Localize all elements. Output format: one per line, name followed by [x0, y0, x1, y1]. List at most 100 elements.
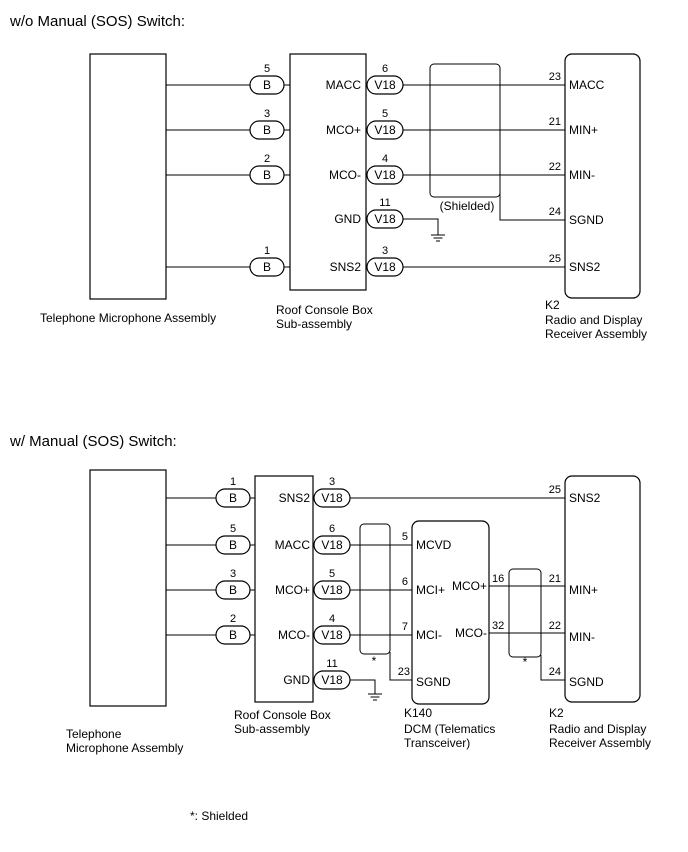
- top-roof-signal-sns2: SNS2: [330, 260, 362, 274]
- bottom-wire-sgnd-k2: [540, 655, 565, 681]
- bottom-microphone-label-line1: Telephone: [66, 727, 122, 741]
- svg-text:B: B: [229, 628, 237, 642]
- bottom-mic-pin-mco-plus: 3: [230, 568, 236, 580]
- top-k2-pin-25: 25: [549, 253, 561, 265]
- bottom-dcm-box: [411, 520, 490, 705]
- top-k2-label-line2: Receiver Assembly: [545, 327, 647, 341]
- bottom-dcm-pin-16: 16: [492, 573, 504, 585]
- svg-text:V18: V18: [321, 491, 343, 505]
- bottom-roof-connector-macc: V18 6: [313, 523, 351, 555]
- bottom-title: w/ Manual (SOS) Switch:: [9, 433, 177, 450]
- top-mic-pin-mco-minus: 2: [264, 153, 270, 165]
- top-roof-connector-sns2: V18 3: [366, 245, 404, 277]
- top-roof-signal-mco-minus: MCO-: [329, 168, 361, 182]
- bottom-roof-signal-macc: MACC: [275, 538, 311, 552]
- bottom-dcm-label-line1: DCM (Telematics: [404, 722, 495, 736]
- svg-text:V18: V18: [321, 673, 343, 687]
- bottom-dcm-pin-7: 7: [402, 621, 408, 633]
- bottom-ground-icon: [368, 693, 382, 701]
- bottom-microphone-assembly-box: [89, 469, 167, 707]
- bottom-mic-connector-macc: B 5: [215, 523, 251, 555]
- bottom-roof-pin-mco-minus: 4: [329, 613, 335, 625]
- bottom-roof-signal-mco-minus: MCO-: [278, 628, 310, 642]
- svg-text:V18: V18: [321, 538, 343, 552]
- bottom-mic-pin-macc: 5: [230, 523, 236, 535]
- bottom-shield-icon-1: [359, 523, 391, 655]
- bottom-wire-gnd: [350, 679, 376, 694]
- footnote-shielded: *: Shielded: [190, 809, 248, 823]
- bottom-dcm-signal-mcvd: MCVD: [416, 538, 452, 552]
- top-mic-connector-mco-plus: B 3: [249, 108, 285, 140]
- bottom-k2-label-line1: Radio and Display: [549, 722, 646, 736]
- bottom-roof-signal-sns2: SNS2: [279, 491, 311, 505]
- svg-text:V18: V18: [374, 260, 396, 274]
- svg-text:B: B: [263, 260, 271, 274]
- top-roof-connector-mco-plus: V18 5: [366, 108, 404, 140]
- bottom-dcm-out-signal-mco-minus: MCO-: [455, 626, 487, 640]
- top-mic-connector-macc: B 5: [249, 63, 285, 95]
- top-mic-pin-macc: 5: [264, 63, 270, 75]
- top-mic-pin-mco-plus: 3: [264, 108, 270, 120]
- svg-text:V18: V18: [374, 123, 396, 137]
- bottom-k2-label-line2: Receiver Assembly: [549, 736, 651, 750]
- top-k2-signal-min-minus: MIN-: [569, 168, 595, 182]
- svg-text:V18: V18: [374, 168, 396, 182]
- bottom-roof-label-line1: Roof Console Box: [234, 708, 331, 722]
- bottom-dcm-label-line2: Transceiver): [404, 736, 470, 750]
- bottom-mic-connector-sns2: B 1: [215, 476, 251, 508]
- top-roof-pin-gnd: 11: [379, 197, 390, 209]
- top-shield-icon: [429, 63, 501, 198]
- bottom-dcm-pin-23: 23: [398, 666, 410, 678]
- svg-text:V18: V18: [374, 212, 396, 226]
- bottom-k2-signal-sns2: SNS2: [569, 491, 601, 505]
- top-k2-signal-macc: MACC: [569, 78, 605, 92]
- top-mic-pin-sns2: 1: [264, 245, 270, 257]
- bottom-mic-connector-mco-minus: B 2: [215, 613, 251, 645]
- bottom-shield-star-1: *: [372, 654, 377, 668]
- bottom-dcm-signal-sgnd: SGND: [416, 675, 451, 689]
- top-roof-label-line2: Sub-assembly: [276, 317, 352, 331]
- bottom-k2-id: K2: [549, 706, 564, 720]
- bottom-roof-signal-mco-plus: MCO+: [275, 583, 310, 597]
- top-k2-pin-24: 24: [549, 206, 561, 218]
- bottom-k2-pin-25: 25: [549, 484, 561, 496]
- bottom-dcm-signal-mci-plus: MCI+: [416, 583, 445, 597]
- top-k2-signal-sns2: SNS2: [569, 260, 601, 274]
- bottom-roof-connector-sns2: V18 3: [313, 476, 351, 508]
- top-roof-signal-macc: MACC: [326, 78, 362, 92]
- top-k2-radio-box: [564, 53, 641, 299]
- svg-text:V18: V18: [374, 78, 396, 92]
- top-wire-sgnd: [499, 192, 565, 221]
- top-roof-connector-gnd: V18 11: [366, 197, 404, 229]
- top-roof-pin-sns2: 3: [382, 245, 388, 257]
- top-shielded-label: (Shielded): [440, 199, 495, 213]
- bottom-dcm-signal-mci-minus: MCI-: [416, 628, 442, 642]
- bottom-mic-pin-mco-minus: 2: [230, 613, 236, 625]
- bottom-roof-connector-gnd: V18 11: [313, 658, 351, 690]
- top-wire-gnd: [403, 218, 439, 235]
- bottom-roof-label-line2: Sub-assembly: [234, 722, 310, 736]
- svg-text:B: B: [263, 168, 271, 182]
- bottom-roof-pin-mco-plus: 5: [329, 568, 335, 580]
- top-roof-pin-macc: 6: [382, 63, 388, 75]
- top-roof-signal-mco-plus: MCO+: [326, 123, 361, 137]
- svg-text:B: B: [229, 583, 237, 597]
- top-k2-id: K2: [545, 298, 560, 312]
- bottom-shield-star-2: *: [523, 655, 528, 669]
- bottom-k2-signal-sgnd: SGND: [569, 675, 604, 689]
- bottom-shield-icon-2: [508, 568, 542, 658]
- bottom-roof-pin-macc: 6: [329, 523, 335, 535]
- svg-text:B: B: [263, 78, 271, 92]
- bottom-roof-pin-gnd: 11: [326, 658, 337, 670]
- top-roof-signal-gnd: GND: [334, 212, 361, 226]
- top-roof-console-box: [289, 53, 367, 291]
- top-ground-icon: [431, 234, 445, 242]
- top-mic-connector-mco-minus: B 2: [249, 153, 285, 185]
- top-roof-connector-macc: V18 6: [366, 63, 404, 95]
- bottom-roof-pin-sns2: 3: [329, 476, 335, 488]
- top-roof-label-line1: Roof Console Box: [276, 303, 373, 317]
- bottom-roof-connector-mco-minus: V18 4: [313, 613, 351, 645]
- bottom-wire-sgnd-dcm: [389, 652, 412, 681]
- bottom-dcm-pin-5: 5: [402, 531, 408, 543]
- bottom-roof-console-box: [254, 475, 314, 703]
